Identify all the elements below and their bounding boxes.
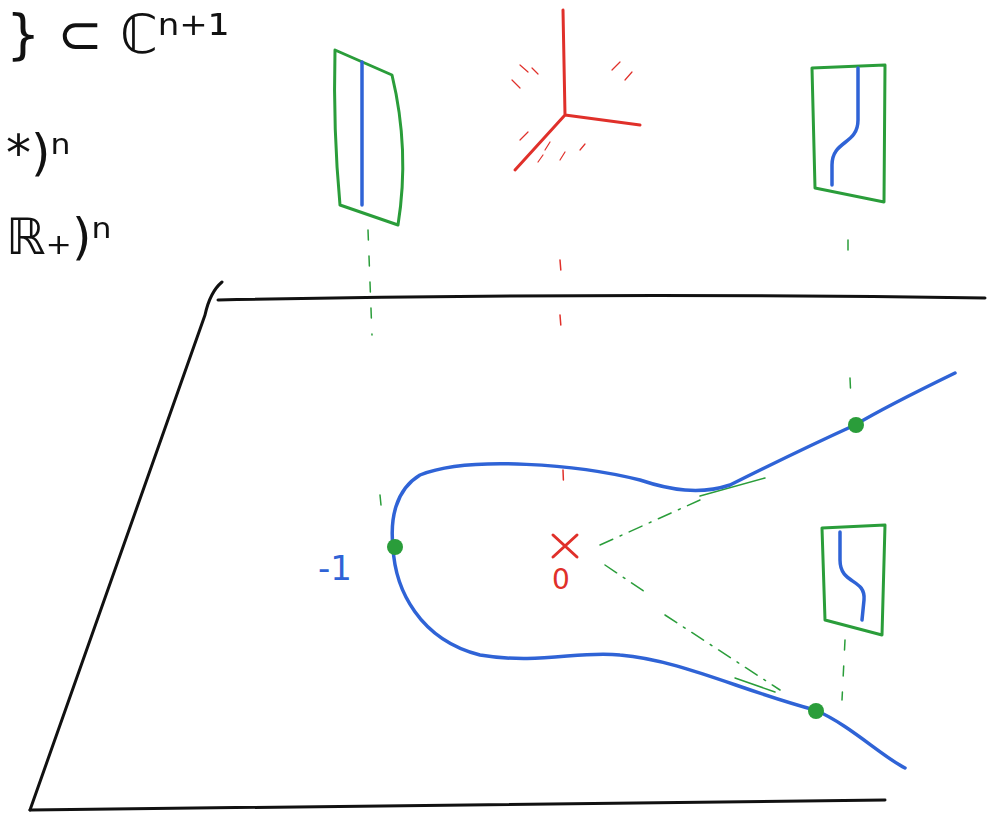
hatch bbox=[512, 62, 632, 162]
fibre-curve bbox=[360, 62, 364, 205]
fibre-frame bbox=[812, 65, 885, 202]
projection-line bbox=[850, 378, 851, 400]
projection-line bbox=[380, 495, 382, 515]
fibre-frame bbox=[335, 50, 403, 225]
point bbox=[387, 539, 403, 555]
point bbox=[808, 703, 824, 719]
tropical-tripod bbox=[512, 10, 640, 170]
math-label: } ⊂ ℂⁿ⁺¹ bbox=[6, 8, 229, 62]
points bbox=[387, 417, 864, 719]
math-label: ℝ₊)ⁿ bbox=[6, 212, 111, 262]
projection-line bbox=[368, 230, 372, 335]
cross bbox=[553, 535, 577, 557]
projection-line bbox=[563, 470, 564, 495]
math-label: 0 bbox=[552, 566, 570, 594]
origin-cross bbox=[553, 535, 577, 557]
projection-line bbox=[560, 315, 562, 340]
fibre-curve bbox=[832, 68, 858, 185]
tripod bbox=[515, 10, 640, 170]
fibre-curve bbox=[840, 532, 864, 620]
asymptote bbox=[600, 500, 700, 545]
plane-edge bbox=[218, 295, 985, 300]
fibre-box bbox=[822, 525, 885, 635]
asymptote-lines bbox=[600, 478, 780, 692]
plane-edge bbox=[30, 282, 222, 810]
point bbox=[848, 417, 864, 433]
fibre-frame bbox=[822, 525, 885, 635]
projection-line bbox=[847, 240, 849, 262]
plane-edge bbox=[30, 800, 885, 810]
base-plane bbox=[30, 282, 985, 810]
projection-lines bbox=[368, 230, 851, 700]
fibre-box bbox=[335, 50, 403, 225]
math-label: *)ⁿ bbox=[6, 128, 70, 178]
tangent-stroke bbox=[700, 478, 765, 496]
amoeba-curve bbox=[392, 373, 955, 768]
fibre-box bbox=[812, 65, 885, 202]
projection-line bbox=[560, 260, 562, 285]
projection-line bbox=[842, 640, 845, 700]
math-label: -1 bbox=[318, 551, 352, 585]
